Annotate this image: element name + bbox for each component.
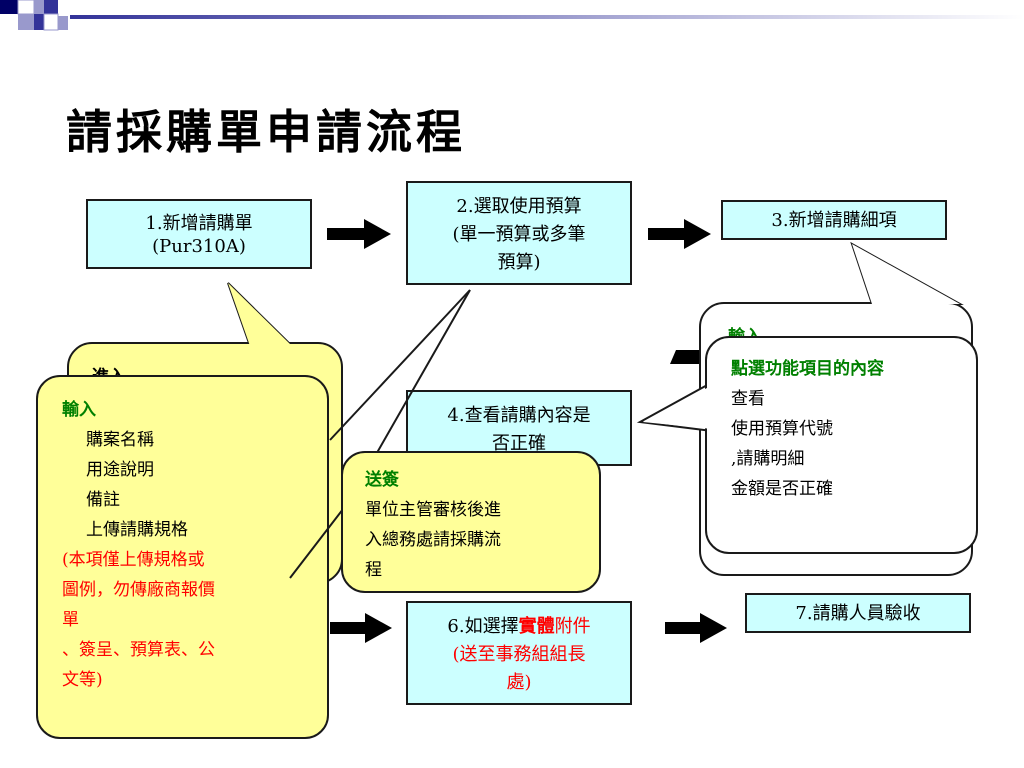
callout-input-item-4: 上傳請購規格	[86, 520, 188, 540]
step-1-line1: 1.新增請購單	[145, 213, 253, 234]
callout-input-note-1: (本項僅上傳規格或	[62, 550, 205, 570]
callout-input-item-3: 備註	[86, 490, 120, 510]
callout-submit-line2: 入總務處請採購流	[365, 530, 501, 550]
arrow-5-to-6	[330, 613, 392, 643]
callout-input-item-2: 用途說明	[86, 460, 154, 480]
callout-check-line1: 查看	[731, 389, 765, 409]
callout-check-line3: ,請購明細	[731, 449, 805, 469]
step-2-line1: 2.選取使用預算	[456, 196, 582, 217]
header-square	[0, 0, 18, 14]
callout-check-heading: 點選功能項目的內容	[731, 359, 884, 379]
callout-input-note-4: 、簽呈、預算表、公	[62, 640, 215, 660]
callout-check-line2: 使用預算代號	[731, 419, 833, 439]
step-7-line1: 7.請購人員驗收	[795, 603, 921, 624]
header-square	[58, 16, 68, 30]
callout-input-item-1: 購案名稱	[86, 430, 154, 450]
step-6-line2: (送至事務組組長	[452, 644, 586, 665]
callout-submit-line1: 單位主管審核後進	[365, 500, 501, 520]
header-square	[44, 0, 58, 14]
step-6-line3: 處)	[506, 672, 532, 693]
step-4-line2: 否正確	[492, 433, 546, 454]
header-gradient-bar	[70, 15, 1024, 19]
step-2-box: 2.選取使用預算 (單一預算或多筆 預算)	[406, 181, 632, 285]
callout-submit: 送簽 單位主管審核後進 入總務處請採購流 程	[341, 451, 601, 593]
callout-input: 輸入 購案名稱 用途說明 備註 上傳請購規格 (本項僅上傳規格或 圖例，勿傳廠商…	[36, 375, 329, 739]
callout-check-pointer-fill	[643, 380, 722, 430]
callout-submit-heading: 送簽	[365, 470, 399, 490]
header-square	[18, 14, 34, 30]
step-2-line2: (單一預算或多筆	[452, 224, 586, 245]
step-1-box: 1.新增請購單 (Pur310A)	[86, 199, 312, 269]
arrow-6-to-7	[665, 613, 727, 643]
step-4-line1: 4.查看請購內容是	[447, 405, 591, 426]
callout-submit-line3: 程	[365, 560, 382, 580]
step-2-line3: 預算)	[497, 252, 541, 273]
step-7-box: 7.請購人員驗收	[745, 593, 971, 633]
step-1-line2: (Pur310A)	[152, 236, 246, 257]
callout-input-note-2: 圖例，勿傳廠商報價	[62, 580, 215, 600]
callout-submit-pointer-edge	[329, 289, 471, 441]
callout-check: 點選功能項目的內容 查看 使用預算代號 ,請購明細 金額是否正確	[705, 336, 978, 554]
step-6-emph-physical: 實體	[518, 616, 555, 637]
step-3-line1: 3.新增請購細項	[771, 210, 897, 231]
callout-input-note-5: 文等)	[62, 670, 103, 690]
step-6-prefix: 6.如選擇	[447, 616, 519, 637]
step-6-box: 6.如選擇實體附件 (送至事務組組長 處)	[406, 601, 632, 705]
callout-input-note-3: 單	[62, 610, 79, 630]
arrow-2-to-3	[648, 219, 711, 249]
header-square	[34, 0, 44, 14]
callout-input-heading: 輸入	[62, 400, 96, 420]
arrow-1-to-2	[327, 219, 391, 249]
callout-check-line4: 金額是否正確	[731, 479, 833, 499]
step-3-box: 3.新增請購細項	[721, 200, 947, 240]
step-6-emph-attachment: 附件	[554, 616, 591, 637]
header-square	[34, 14, 44, 30]
page-title: 請採購單申請流程	[66, 105, 466, 159]
